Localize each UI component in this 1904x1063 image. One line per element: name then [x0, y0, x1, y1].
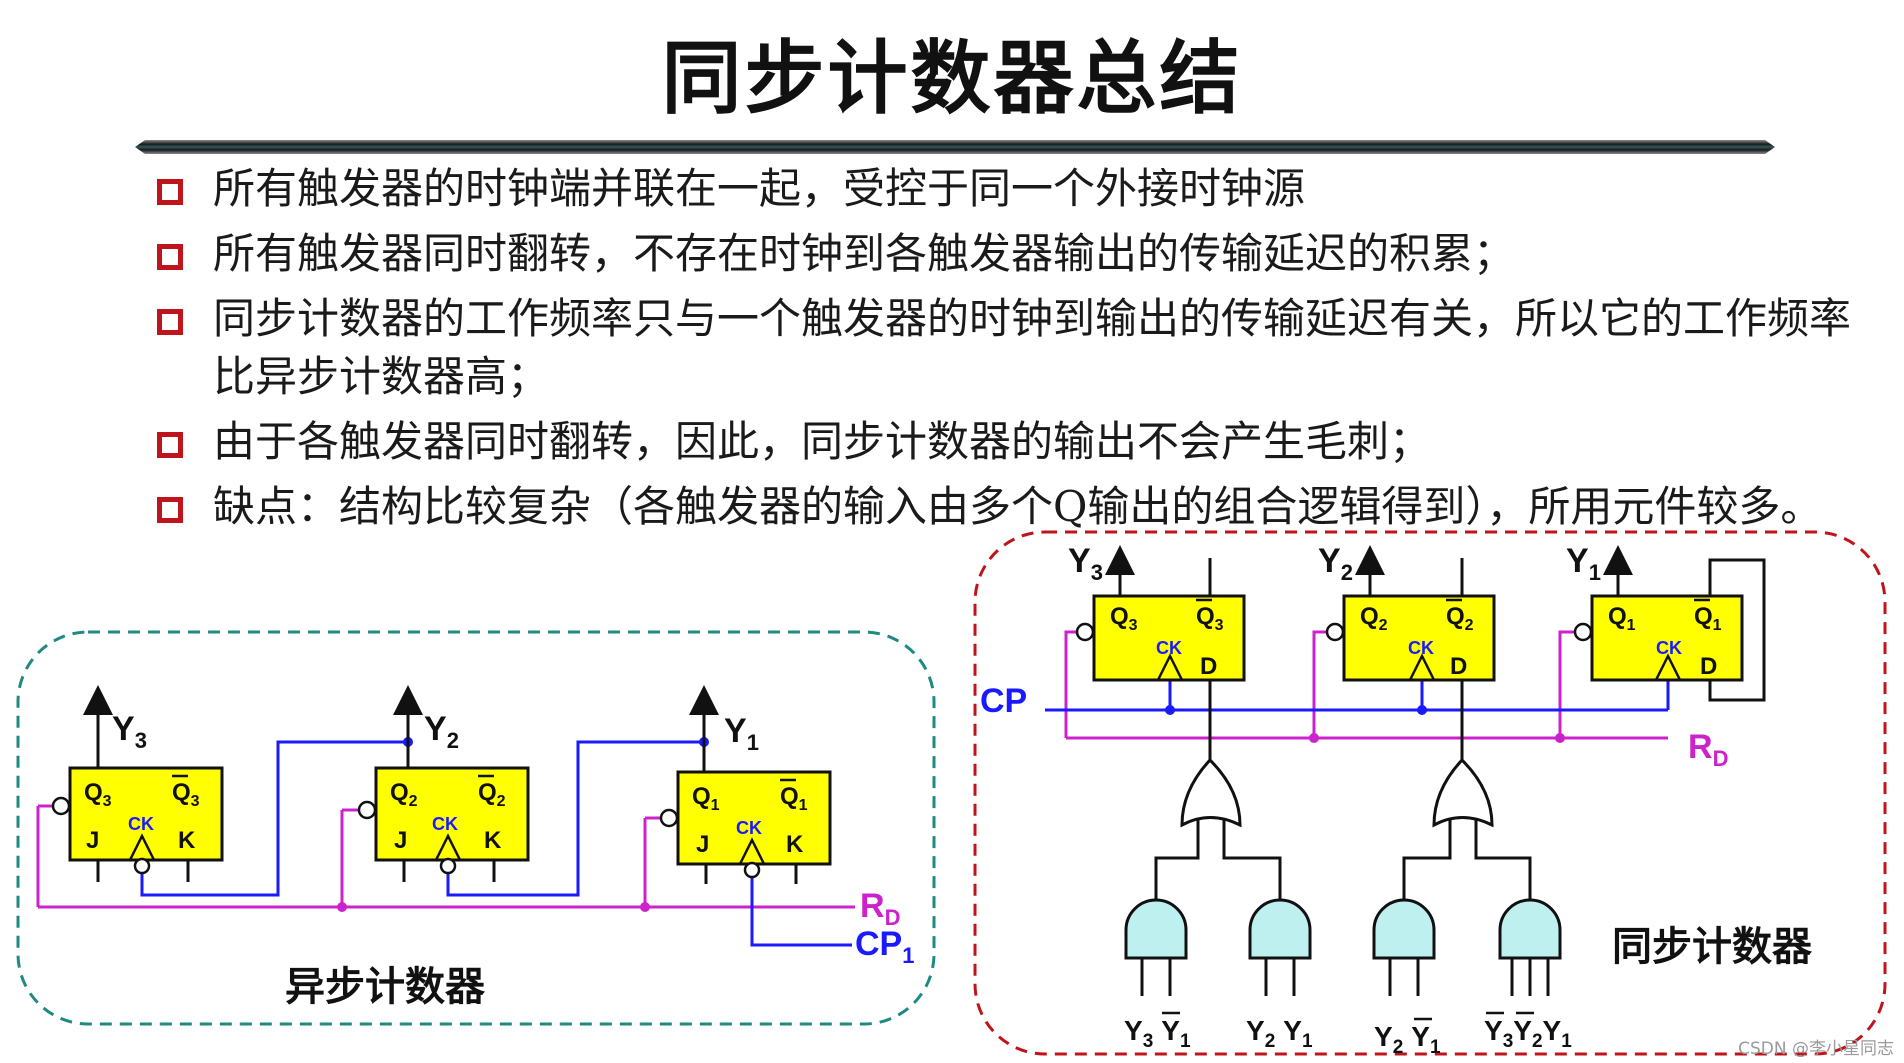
svg-text:J: J [394, 827, 407, 854]
svg-text:Y2Y1: Y2Y1 [1246, 1015, 1313, 1052]
sync-flipflop-2: Y2 Q2 Q2 CK D [1318, 542, 1496, 760]
junction-dot [640, 902, 650, 912]
reset-bubble [1075, 622, 1095, 642]
clock-bubble [743, 861, 761, 879]
reset-bubble [659, 808, 679, 828]
svg-text:Q1: Q1 [1608, 603, 1636, 634]
sync-frame [973, 530, 1887, 1056]
bullet-text: 所有触发器的时钟端并联在一起，受控于同一个外接时钟源 [213, 164, 1306, 213]
reset-bubble [357, 800, 377, 820]
bullet-item: 由于各触发器同时翻转，因此，同步计数器的输出不会产生毛刺； [155, 413, 1855, 471]
junction-dot [1309, 733, 1319, 743]
junction-dot [1165, 705, 1175, 715]
reset-bubble [1573, 622, 1593, 642]
sync-diagram-label: 同步计数器 [1612, 925, 1813, 969]
bullet-text: 由于各触发器同时翻转，因此，同步计数器的输出不会产生毛刺； [213, 417, 1432, 466]
async-flipflop-1: Y1 Q1 Q1 J K CK [659, 685, 832, 884]
clock-bubble [439, 857, 457, 875]
async-counter: RD CP1 Y3 Q3 Q3 J K CK [16, 630, 936, 1026]
async-reset-line [36, 804, 855, 909]
async-frame [16, 630, 936, 1026]
sync-clock-line [1045, 680, 1670, 712]
svg-text:K: K [484, 827, 502, 854]
svg-text:Q2: Q2 [478, 779, 506, 810]
bullet-item: 所有触发器的时钟端并联在一起，受控于同一个外接时钟源 [155, 160, 1855, 218]
and-gate [1372, 898, 1436, 996]
svg-text:J: J [696, 831, 709, 858]
svg-text:Q2: Q2 [1360, 603, 1388, 634]
svg-text:CK: CK [1156, 638, 1182, 658]
sync-counter: RD CP Y3 Q3 Q3 CK D Y2 [973, 530, 1887, 1058]
output-label: Y1 [1566, 542, 1601, 585]
sync-flipflop-3: Y3 Q3 Q3 CK D [1068, 542, 1246, 760]
bullet-square-icon [157, 432, 183, 458]
svg-text:CK: CK [128, 814, 154, 834]
svg-text:D: D [1200, 653, 1217, 680]
bullet-list: 所有触发器的时钟端并联在一起，受控于同一个外接时钟源 所有触发器同时翻转，不存在… [155, 160, 1855, 543]
svg-text:CK: CK [432, 814, 458, 834]
output-label: Y2 [1318, 542, 1353, 585]
or-gate-2 [1432, 757, 1494, 828]
bullet-text: 缺点：结构比较复杂（各触发器的输入由多个Q输出的组合逻辑得到），所用元件较多。 [213, 482, 1823, 531]
svg-text:Q2: Q2 [1446, 603, 1474, 634]
bullet-item: 同步计数器的工作频率只与一个触发器的时钟到输出的传输延迟有关，所以它的工作频率比… [155, 290, 1853, 406]
junction-dot [1417, 705, 1427, 715]
watermark: CSDN @李小星同志 [1738, 1039, 1894, 1059]
async-clock-wires [140, 740, 852, 947]
bullet-square-icon [157, 244, 183, 270]
async-diagram-label: 异步计数器 [285, 965, 486, 1009]
svg-text:Q2: Q2 [390, 779, 418, 810]
async-reset-label: RD [860, 887, 900, 930]
async-flipflop-3: Y3 Q3 Q3 J K CK [51, 685, 224, 882]
bullet-text: 所有触发器同时翻转，不存在时钟到各触发器输出的传输延迟的积累； [213, 229, 1516, 278]
svg-text:Q3: Q3 [172, 779, 200, 810]
sync-gate-wires [1154, 820, 1532, 900]
output-label: Y2 [424, 710, 459, 753]
output-label: Y3 [112, 710, 147, 753]
title-divider [135, 140, 1775, 154]
svg-text:K: K [178, 827, 196, 854]
svg-text:CK: CK [1656, 638, 1682, 658]
junction-dot [1555, 733, 1565, 743]
and-gate [1498, 898, 1562, 996]
reset-bubble [1325, 622, 1345, 642]
svg-text:Q1: Q1 [692, 783, 720, 814]
svg-text:J: J [86, 827, 99, 854]
bullet-square-icon [157, 497, 183, 523]
bullet-item: 所有触发器同时翻转，不存在时钟到各触发器输出的传输延迟的积累； [155, 225, 1855, 283]
sync-flipflop-1: Y1 Q1 Q1 CK D [1566, 542, 1766, 702]
bullet-square-icon [157, 179, 183, 205]
async-clock-label: CP1 [855, 925, 914, 968]
svg-text:CK: CK [736, 818, 762, 838]
svg-text:D: D [1700, 653, 1717, 680]
and-gate [1248, 898, 1312, 996]
or-gate-3 [1180, 757, 1242, 828]
svg-text:Y3Y2Y1: Y3Y2Y1 [1484, 1015, 1572, 1052]
sync-clock-label: CP [980, 682, 1027, 720]
svg-text:Q1: Q1 [780, 783, 808, 814]
svg-text:K: K [786, 831, 804, 858]
async-flipflop-2: Y2 Q2 Q2 J K CK [357, 685, 530, 882]
clock-bubble [133, 857, 151, 875]
sync-reset-label: RD [1688, 728, 1728, 771]
svg-text:D: D [1450, 653, 1467, 680]
svg-text:CK: CK [1408, 638, 1434, 658]
output-label: Y3 [1068, 542, 1103, 585]
output-label: Y1 [724, 712, 759, 755]
bullet-item: 缺点：结构比较复杂（各触发器的输入由多个Q输出的组合逻辑得到），所用元件较多。 [155, 478, 1853, 536]
bullet-square-icon [157, 309, 183, 335]
reset-bubble [51, 796, 71, 816]
svg-text:Q3: Q3 [1196, 603, 1224, 634]
page-title: 同步计数器总结 [661, 32, 1243, 125]
svg-text:Q3: Q3 [84, 779, 112, 810]
junction-dot [337, 902, 347, 912]
svg-text:Y2Y1: Y2Y1 [1374, 1021, 1441, 1058]
bullet-text: 同步计数器的工作频率只与一个触发器的时钟到输出的传输延迟有关，所以它的工作频率比… [213, 294, 1852, 401]
svg-text:Q3: Q3 [1110, 603, 1138, 634]
svg-text:Q1: Q1 [1694, 603, 1722, 634]
and-gate [1124, 898, 1188, 996]
